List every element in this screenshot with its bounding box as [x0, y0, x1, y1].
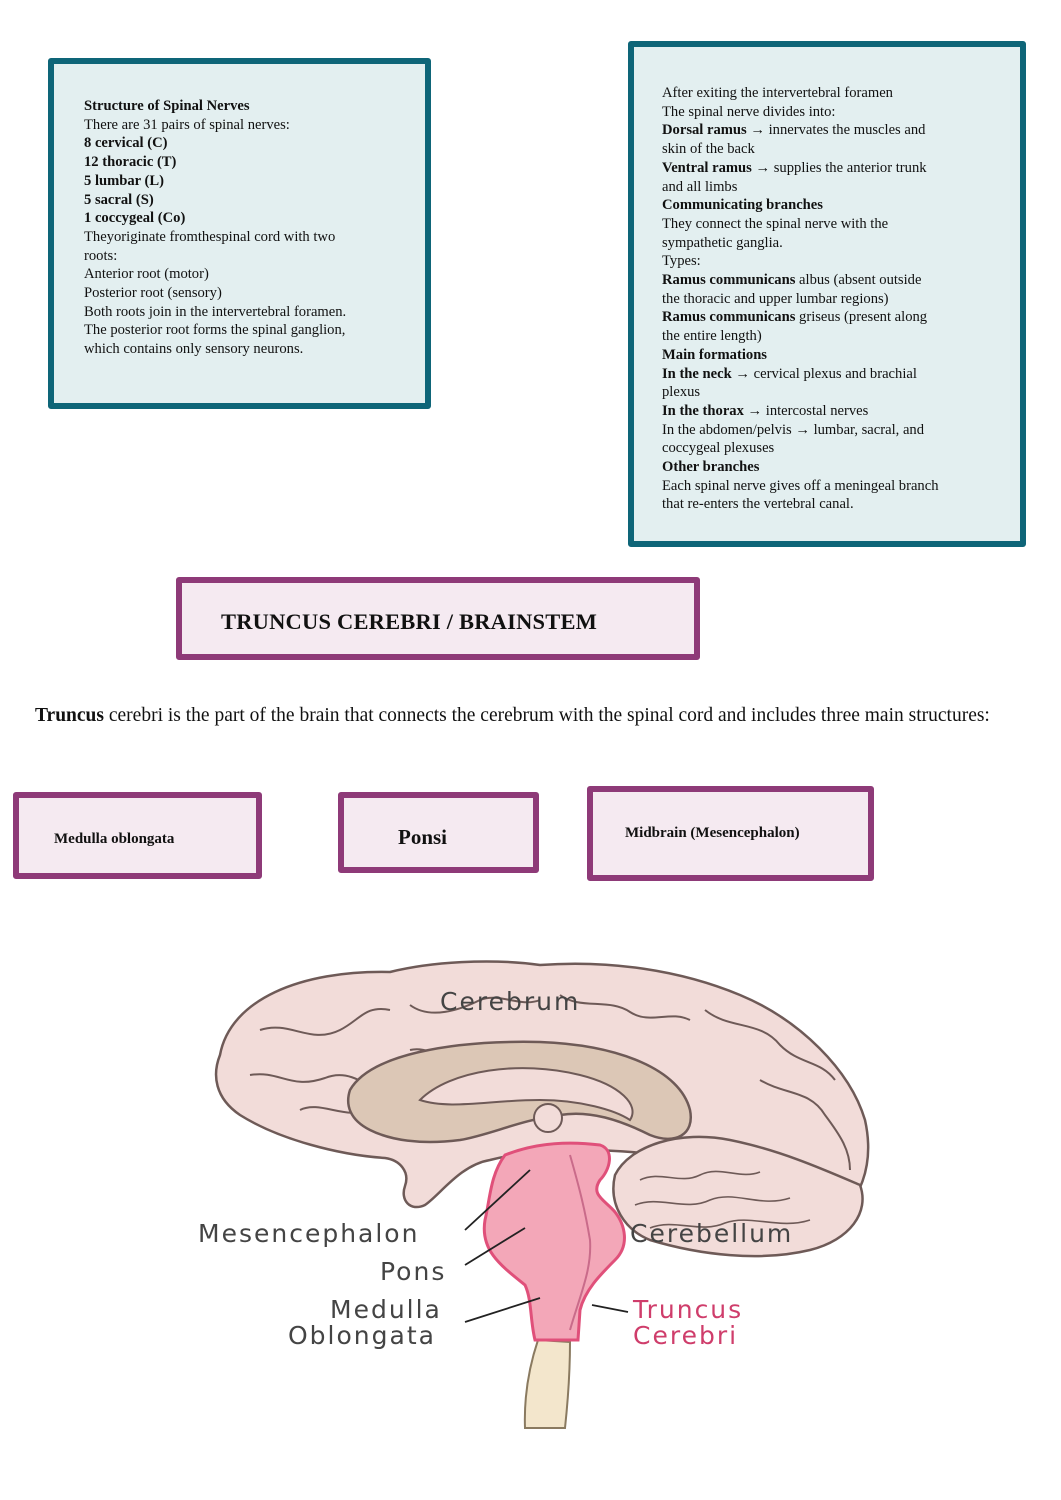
brain-sagittal-diagram: Cerebrum Cerebellum Mesencephalon Pons M…: [198, 960, 870, 1429]
types-label: Types:: [662, 253, 701, 270]
label-medulla-2: Oblongata: [288, 1321, 436, 1350]
structure-box-pons: Ponsi: [338, 792, 539, 873]
label-truncus-2: Cerebri: [633, 1321, 738, 1350]
count-thoracic: 12 thoracic (T): [84, 154, 177, 171]
roots-line-2: roots:: [84, 247, 118, 264]
count-lumbar: 5 lumbar (L): [84, 172, 165, 189]
aqueduct-line: [569, 1154, 592, 1331]
thalamus-circle: [533, 1103, 563, 1133]
ramus-albus-line: Ramus communicans albus (absent outside: [662, 271, 1007, 290]
dorsal-ramus-term: Dorsal ramus: [662, 122, 747, 139]
ramus-griseus-line: Ramus communicans griseus (present along: [662, 308, 1007, 327]
structure-box-midbrain: Midbrain (Mesencephalon): [587, 786, 874, 881]
ramus-griseus-desc-2: the entire length): [662, 328, 762, 345]
join-line-3: which contains only sensory neurons.: [84, 341, 304, 358]
structure-midbrain-label: Midbrain (Mesencephalon): [625, 825, 800, 841]
brainstem-shape: [482, 1141, 626, 1342]
label-pons: Pons: [380, 1257, 446, 1286]
count-sacral: 5 sacral (S): [84, 191, 154, 208]
label-truncus-1: Truncus: [632, 1295, 743, 1324]
thorax-desc: → intercostal nerves: [743, 402, 869, 419]
ventral-ramus-desc: → supplies the anterior trunk: [751, 159, 927, 176]
structure-box-medulla: Medulla oblongata: [13, 792, 262, 879]
thorax-term: In the thorax: [662, 402, 744, 419]
abdomen-line-1: In the abdomen/pelvis → lumbar, sacral, …: [662, 421, 925, 438]
join-line-2: The posterior root forms the spinal gang…: [84, 322, 346, 339]
neck-line: In the neck → cervical plexus and brachi…: [662, 365, 1007, 384]
structure-medulla-label: Medulla oblongata: [54, 831, 175, 847]
ventricle-curve: [418, 1067, 634, 1122]
communicating-branches-heading: Communicating branches: [662, 197, 823, 214]
neck-desc-2: plexus: [662, 384, 701, 401]
abdomen-line-2: coccygeal plexuses: [662, 440, 775, 457]
main-formations-heading: Main formations: [662, 346, 767, 363]
count-cervical: 8 cervical (C): [84, 135, 168, 152]
label-cerebellum: Cerebellum: [630, 1219, 793, 1248]
anterior-root: Anterior root (motor): [84, 266, 209, 283]
dorsal-ramus-line: Dorsal ramus → innervates the muscles an…: [662, 121, 1007, 140]
dorsal-ramus-desc: → innervates the muscles and: [746, 122, 926, 139]
ramus-albus-desc-2: the thoracic and upper lumbar regions): [662, 290, 889, 307]
intro-bold-term: Truncus: [35, 705, 104, 726]
spinal-branches-box: After exiting the intervertebral foramen…: [628, 41, 1026, 547]
ventral-ramus-line: Ventral ramus → supplies the anterior tr…: [662, 159, 1007, 178]
neck-desc: → cervical plexus and brachial: [731, 365, 917, 382]
ventral-ramus-term: Ventral ramus: [662, 159, 752, 176]
label-mesencephalon: Mesencephalon: [198, 1219, 419, 1248]
count-coccygeal: 1 coccygeal (Co): [84, 210, 186, 227]
spinal-cord-shape: [523, 1338, 572, 1429]
other-branches-desc-1: Each spinal nerve gives off a meningeal …: [662, 477, 939, 494]
intro-text: cerebri is the part of the brain that co…: [104, 705, 990, 726]
intro-paragraph: Truncus cerebri is the part of the brain…: [35, 704, 995, 728]
neck-term: In the neck: [662, 365, 732, 382]
dorsal-ramus-desc-2: skin of the back: [662, 141, 755, 158]
section-title-box: TRUNCUS CEREBRI / BRAINSTEM: [176, 577, 700, 660]
ventral-ramus-desc-2: and all limbs: [662, 178, 738, 195]
other-branches-heading: Other branches: [662, 459, 760, 476]
communicating-desc-2: sympathetic ganglia.: [662, 234, 783, 251]
branches-line-1: After exiting the intervertebral foramen: [662, 85, 893, 101]
ramus-griseus-desc: griseus (present along: [795, 309, 928, 326]
other-branches-desc-2: that re-enters the vertebral canal.: [662, 496, 854, 513]
join-line-1: Both roots join in the intervertebral fo…: [84, 303, 347, 320]
cerebellum-shape: [612, 1135, 864, 1258]
ramus-griseus-term: Ramus communicans: [662, 309, 796, 326]
thorax-line: In the thorax → intercostal nerves: [662, 402, 1007, 421]
spinal-box-intro: There are 31 pairs of spinal nerves:: [84, 116, 290, 133]
spinal-nerves-structure-box: Structure of Spinal Nerves There are 31 …: [48, 58, 431, 409]
ramus-albus-desc: albus (absent outside: [795, 272, 922, 289]
section-title: TRUNCUS CEREBRI / BRAINSTEM: [221, 609, 598, 634]
communicating-desc-1: They connect the spinal nerve with the: [662, 215, 889, 232]
roots-line-1: Theyoriginate fromthespinal cord with tw…: [84, 228, 336, 245]
spinal-box-title: Structure of Spinal Nerves: [84, 98, 250, 114]
structure-pons-label: Ponsi: [398, 825, 448, 849]
label-medulla-1: Medulla: [330, 1295, 442, 1324]
posterior-root: Posterior root (sensory): [84, 285, 222, 302]
ramus-albus-term: Ramus communicans: [662, 272, 796, 289]
label-pointer-lines: [464, 1169, 629, 1323]
cerebellum-folia: [634, 1170, 811, 1229]
label-cerebrum: Cerebrum: [440, 987, 580, 1016]
branches-line-2: The spinal nerve divides into:: [662, 103, 836, 120]
